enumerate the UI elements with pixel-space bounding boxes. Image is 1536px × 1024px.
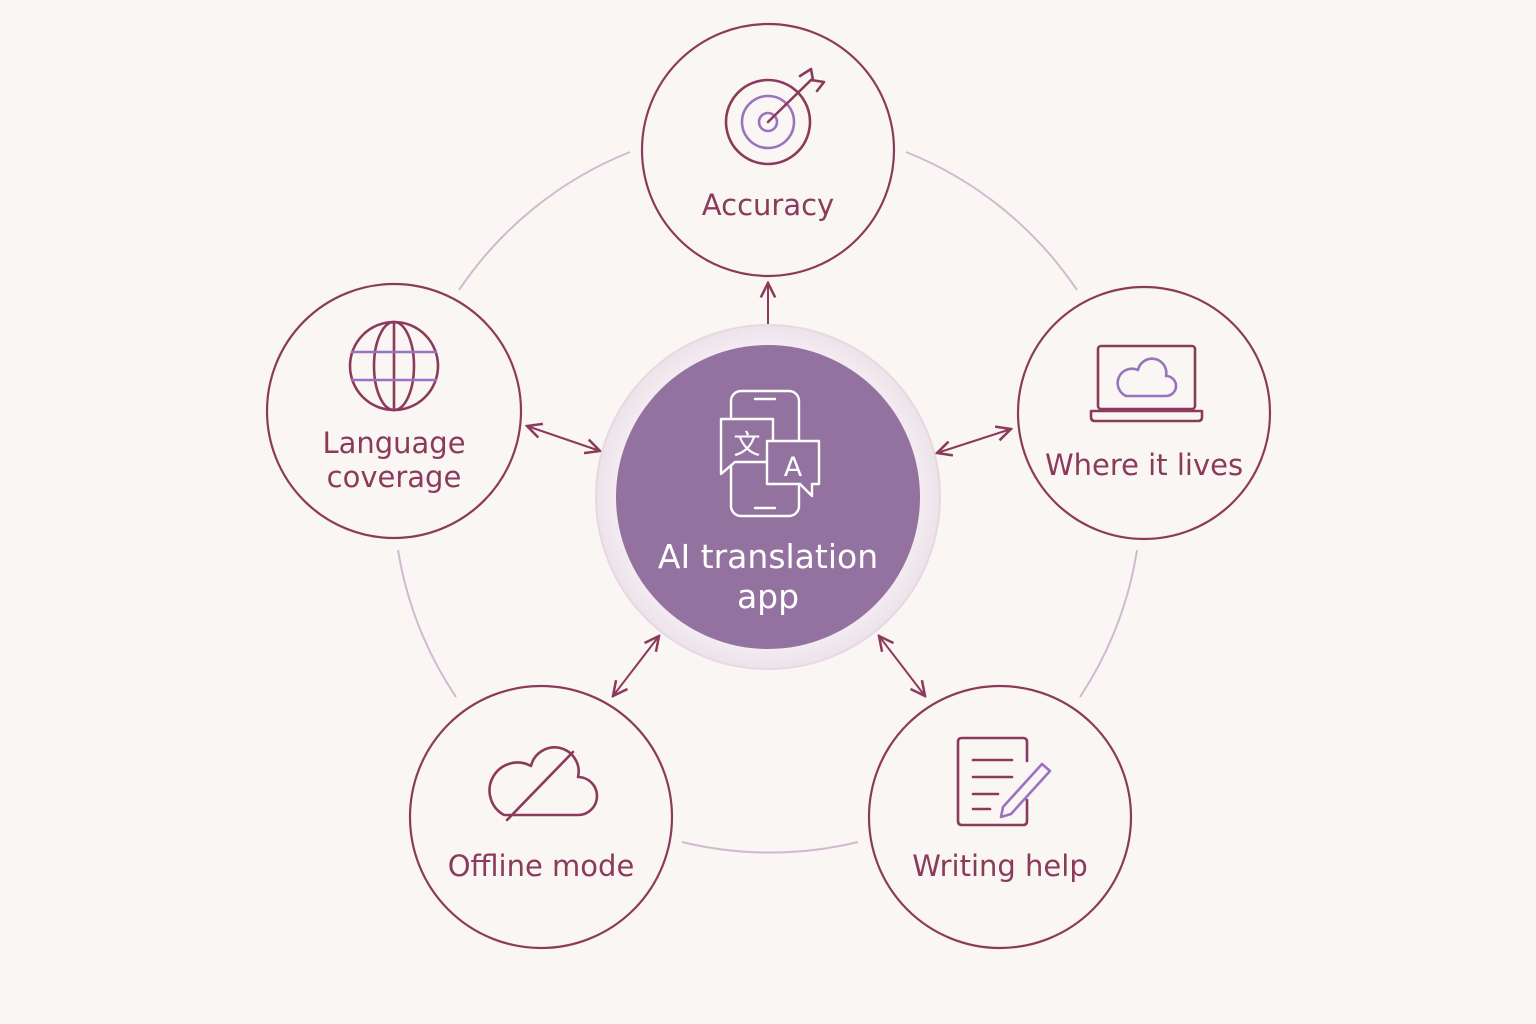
node-where-it-lives (1016, 285, 1272, 541)
connector-arrow-offline-mode (613, 636, 659, 696)
node-accuracy (640, 22, 896, 278)
globe-icon (348, 320, 440, 412)
target-icon (724, 67, 826, 166)
ring-arc-where-writing (1079, 549, 1138, 698)
center-glyph-target: A (784, 452, 803, 483)
laptop-cloud-icon (1089, 344, 1204, 423)
cloud-off-icon (488, 746, 599, 822)
ring-arc-language-accuracy (458, 151, 631, 291)
label-writing-help: Writing help (912, 849, 1088, 883)
label-language-coverage: Language coverage (322, 426, 466, 494)
center-node (616, 345, 920, 649)
center-label: AI translation app (657, 537, 879, 616)
label-offline-mode: Offline mode (447, 849, 635, 883)
ring-arc-writing-offline (681, 841, 859, 854)
center-glyph-source: 文 (734, 430, 761, 461)
ring-arc-offline-language (397, 549, 457, 698)
connector-arrow-language-coverage (527, 426, 600, 451)
ring-arc-accuracy-where (905, 151, 1078, 291)
connector-arrow-writing-help (879, 636, 925, 696)
label-accuracy: Accuracy (701, 188, 835, 222)
node-offline-mode (408, 684, 674, 950)
label-where-it-lives: Where it lives (1044, 448, 1244, 482)
connector-arrow-where-it-lives (937, 429, 1011, 453)
phone-translate-icon: 文 A (719, 389, 821, 518)
document-pencil-icon (956, 736, 1052, 827)
